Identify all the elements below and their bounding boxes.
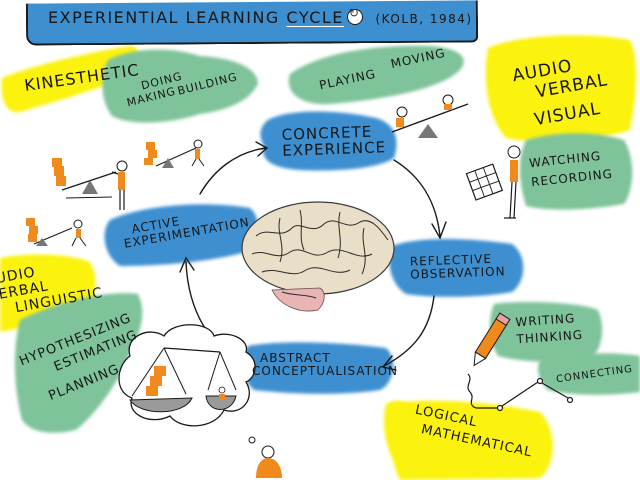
- arrowhead-1: [255, 141, 269, 157]
- watching-highlight: [520, 133, 633, 210]
- pencil-icon: [473, 312, 511, 367]
- arrowhead-2: [431, 221, 447, 240]
- cycle-icon: [346, 7, 363, 25]
- seesaw-playing: [391, 94, 469, 138]
- active-experimentation-highlight: [104, 204, 258, 266]
- watching-figure: [465, 145, 521, 219]
- playing-highlight: [288, 45, 464, 105]
- arrowhead-4: [179, 256, 195, 273]
- title-main: EXPERIENTIAL LEARNING: [48, 8, 280, 27]
- audio-visual-highlight: [485, 35, 637, 142]
- seesaw-figure-3: [26, 218, 87, 247]
- doing-highlight: [102, 49, 258, 123]
- arrow-reflective-to-abstract: [383, 295, 435, 367]
- reflective-observation-highlight: [389, 239, 524, 297]
- brain-icon: [241, 201, 395, 312]
- seesaw-figure-1: [52, 158, 128, 210]
- title-highlight: CYCLE: [286, 8, 344, 27]
- stage-abstract-conceptualisation: ABSTRACT CONCEPTUALISATION: [252, 351, 398, 378]
- arrow-active-to-concrete: [199, 147, 267, 195]
- activity-writing: WRITING THINKING: [514, 311, 584, 347]
- arrowhead-3: [381, 355, 397, 371]
- kinesthetic-highlight: [1, 46, 140, 113]
- page-title: EXPERIENTIAL LEARNING CYCLE (KOLB, 1984): [48, 7, 473, 27]
- writing-highlight: [489, 302, 603, 363]
- connecting-path: [467, 373, 574, 412]
- abstract-conceptualisation-highlight: [242, 342, 394, 394]
- arrow-concrete-to-reflective: [393, 159, 441, 237]
- thinker-figure: [256, 445, 282, 478]
- thought-cloud-icon: [118, 324, 256, 444]
- concrete-experience-highlight: [260, 111, 397, 171]
- hypothesizing-highlight: [14, 293, 143, 433]
- stage-concrete-experience: CONCRETE EXPERIENCE: [281, 122, 387, 160]
- seesaw-figure-2: [144, 139, 205, 168]
- logical-highlight: [389, 400, 553, 480]
- connecting-highlight: [538, 353, 640, 395]
- yellow-edge-blob: [384, 400, 410, 456]
- title-citation: (KOLB, 1984): [375, 12, 473, 26]
- stage-reflective-observation: REFLECTIVE OBSERVATION: [409, 251, 506, 282]
